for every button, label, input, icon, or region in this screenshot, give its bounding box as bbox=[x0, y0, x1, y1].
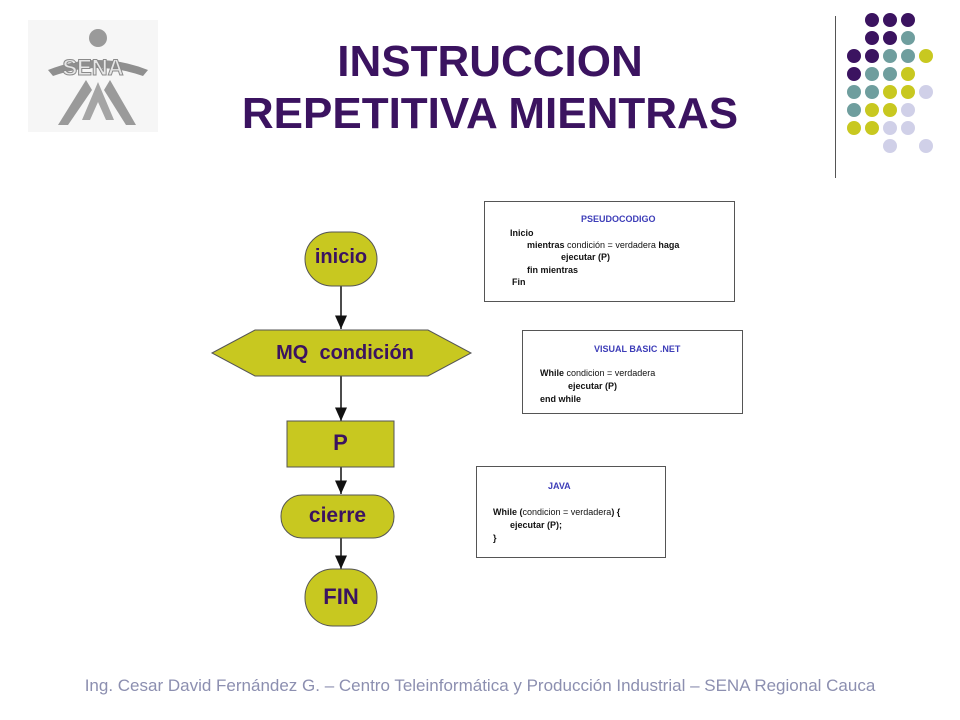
decorative-dot bbox=[901, 49, 915, 63]
decorative-dot bbox=[883, 85, 897, 99]
decorative-dot bbox=[919, 49, 933, 63]
pseudocode-box: PSEUDOCODIGO Inicio mientras condición =… bbox=[484, 201, 735, 302]
decorative-dot bbox=[865, 31, 879, 45]
decorative-dot bbox=[847, 121, 861, 135]
title-line-2: REPETITIVA MIENTRAS bbox=[241, 89, 739, 138]
decorative-dot bbox=[847, 67, 861, 81]
pseudo-line-2: mientras condición = verdadera haga bbox=[527, 240, 680, 250]
decorative-dot bbox=[883, 31, 897, 45]
vbnet-box: VISUAL BASIC .NET While condicion = verd… bbox=[522, 330, 743, 414]
pseudo-line-3: ejecutar (P) bbox=[561, 252, 611, 262]
decorative-dot bbox=[919, 139, 933, 153]
decorative-dot bbox=[865, 85, 879, 99]
node-proceso bbox=[286, 420, 395, 468]
label-inicio: inicio bbox=[314, 246, 368, 268]
decorative-dot bbox=[901, 67, 915, 81]
decorative-dot bbox=[865, 13, 879, 27]
decorative-dot bbox=[883, 67, 897, 81]
decorative-dot bbox=[865, 49, 879, 63]
decorative-dot bbox=[883, 103, 897, 117]
vb-line-3: end while bbox=[540, 394, 582, 404]
vb-line-2: ejecutar (P) bbox=[568, 381, 618, 391]
decorative-dot bbox=[901, 31, 915, 45]
decorative-dot bbox=[847, 85, 861, 99]
label-proceso: P bbox=[333, 430, 348, 455]
decorative-dots bbox=[847, 13, 933, 153]
decorative-dot bbox=[883, 13, 897, 27]
pseudo-line-5: Fin bbox=[512, 277, 526, 287]
sena-logo: SENA bbox=[28, 20, 158, 132]
title-line-1: INSTRUCCION bbox=[337, 37, 643, 86]
java-line-2: ejecutar (P); bbox=[510, 520, 563, 530]
pseudo-line-4: fin mientras bbox=[527, 265, 579, 275]
vbnet-header: VISUAL BASIC .NET bbox=[594, 344, 681, 354]
decorative-dot bbox=[865, 121, 879, 135]
pseudocode-header: PSEUDOCODIGO bbox=[581, 214, 656, 224]
decorative-dot bbox=[901, 103, 915, 117]
footer-credit: Ing. Cesar David Fernández G. – Centro T… bbox=[84, 676, 876, 695]
slide-title: INSTRUCCION REPETITIVA MIENTRAS bbox=[200, 36, 780, 140]
decorative-dot bbox=[847, 49, 861, 63]
java-box: JAVA While (condicion = verdadera) { eje… bbox=[476, 466, 666, 558]
decorative-dot bbox=[901, 85, 915, 99]
java-header: JAVA bbox=[548, 481, 571, 491]
decorative-dot bbox=[883, 49, 897, 63]
decorative-dot bbox=[865, 67, 879, 81]
decorative-dot bbox=[865, 103, 879, 117]
vertical-divider bbox=[835, 16, 836, 178]
label-cierre: cierre bbox=[308, 504, 367, 527]
node-cierre bbox=[280, 494, 395, 539]
label-condicion: MQ condición bbox=[276, 342, 414, 364]
java-line-1: While (condicion = verdadera) { bbox=[493, 507, 621, 517]
pseudo-line-1: Inicio bbox=[510, 228, 534, 238]
node-fin bbox=[304, 568, 378, 627]
decorative-dot bbox=[883, 139, 897, 153]
vb-line-1: While condicion = verdadera bbox=[540, 368, 656, 378]
node-inicio bbox=[304, 231, 378, 287]
label-fin: FIN bbox=[323, 584, 359, 609]
svg-text:SENA: SENA bbox=[62, 55, 123, 80]
node-condicion bbox=[210, 329, 473, 377]
decorative-dot bbox=[919, 85, 933, 99]
decorative-dot bbox=[901, 13, 915, 27]
decorative-dot bbox=[901, 121, 915, 135]
decorative-dot bbox=[883, 121, 897, 135]
decorative-dot bbox=[847, 103, 861, 117]
java-line-3: } bbox=[493, 533, 497, 543]
